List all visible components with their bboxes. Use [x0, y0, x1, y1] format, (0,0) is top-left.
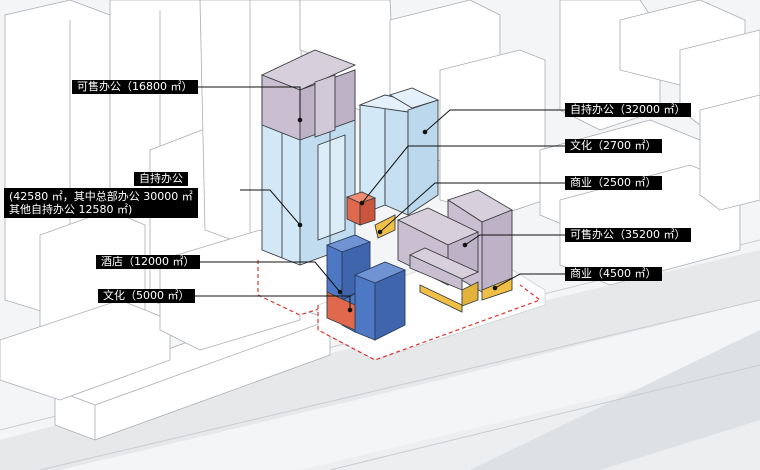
hotel-side-b	[374, 269, 406, 341]
context-building	[439, 49, 546, 216]
label-self-office-main-title: 自持办公	[134, 172, 188, 186]
label-culture-west-text: 文化（5000 ㎡）	[103, 289, 190, 302]
leader-sale-office-north	[196, 86, 301, 120]
leader-culture-east	[361, 145, 565, 204]
label-commerce-north: 商业（2500 ㎡）	[565, 176, 662, 190]
leader-commerce-south	[494, 273, 565, 289]
tower-mid-front2	[384, 99, 409, 216]
context-building	[559, 164, 741, 286]
site-main-boundary	[317, 284, 542, 361]
leader-dot	[359, 200, 365, 206]
leader-dot	[347, 307, 353, 313]
label-commerce-north-text: 商业（2500 ㎡）	[570, 176, 657, 189]
road-edge-line	[39, 299, 760, 470]
label-sale-office-east-text: 可售办公（35200 ㎡）	[570, 228, 686, 241]
label-self-office-main-line1: (42580 ㎡，其中总部办公 30000 ㎡	[9, 190, 193, 203]
sale-top-notch	[314, 74, 336, 138]
commerce-north-front	[374, 214, 396, 239]
hotel-front-b	[354, 274, 376, 341]
tower-mid-top-right	[388, 87, 440, 109]
label-self-office-main-title-text: 自持办公	[139, 172, 183, 185]
label-hotel-text: 酒店（12000 ㎡）	[101, 255, 195, 268]
label-self-office-main-line2: 其他自持办公 12580 ㎡)	[9, 203, 133, 216]
leader-sale-office-east	[464, 234, 565, 246]
label-self-office-east: 自持办公（32000 ㎡）	[565, 103, 691, 117]
culture-west-block	[326, 291, 356, 331]
leader-dot	[297, 117, 303, 123]
leader-self-office-east	[424, 109, 565, 133]
label-culture-east-text: 文化（2700 ㎡）	[570, 139, 657, 152]
hotel-block	[325, 234, 407, 341]
culture-east-block	[345, 191, 377, 226]
tower-left-sale-office	[260, 49, 357, 141]
leader-commerce-north	[379, 182, 565, 233]
leader-hotel	[192, 261, 341, 293]
label-self-office-main-detail: (42580 ㎡，其中总部办公 30000 ㎡ 其他自持办公 12580 ㎡)	[4, 188, 198, 218]
sale-office-east-cluster	[396, 189, 514, 293]
commerce-north-block	[374, 214, 396, 239]
road-edge-line	[329, 364, 760, 470]
tower-left-notch	[317, 134, 346, 241]
label-culture-east: 文化（2700 ㎡）	[565, 139, 662, 153]
leader-dot	[492, 285, 498, 291]
label-commerce-south-text: 商业（4500 ㎡）	[570, 267, 657, 280]
culture-east-side	[359, 197, 376, 226]
tower-mid-self-office	[358, 87, 440, 216]
context-building	[699, 94, 760, 211]
label-culture-west: 文化（5000 ㎡）	[98, 289, 195, 303]
commerce-south-front-b	[461, 281, 479, 307]
label-commerce-south: 商业（4500 ㎡）	[565, 267, 662, 281]
label-sale-office-north-text: 可售办公（16800 ㎡）	[77, 80, 193, 93]
tower-mid-side	[407, 99, 439, 216]
leader-culture-west	[194, 295, 351, 310]
label-sale-office-north: 可售办公（16800 ㎡）	[72, 80, 198, 94]
leader-dot	[462, 242, 468, 248]
label-hotel: 酒店（12000 ㎡）	[96, 255, 200, 269]
leader-dot	[337, 289, 343, 295]
label-self-office-east-text: 自持办公（32000 ㎡）	[570, 103, 686, 116]
leader-dot	[377, 229, 383, 235]
culture-west-front	[326, 291, 356, 331]
commerce-south-front-a	[419, 284, 463, 313]
leader-dot	[297, 222, 303, 228]
context-edge	[94, 319, 331, 406]
label-sale-office-east: 可售办公（35200 ㎡）	[565, 228, 691, 242]
road-network	[0, 239, 760, 470]
site-left-boundary	[257, 260, 329, 316]
road-main-diagonal	[0, 250, 760, 470]
leader-lines	[192, 86, 565, 313]
leader-self-office-main	[240, 189, 301, 226]
leader-dot	[422, 129, 428, 135]
